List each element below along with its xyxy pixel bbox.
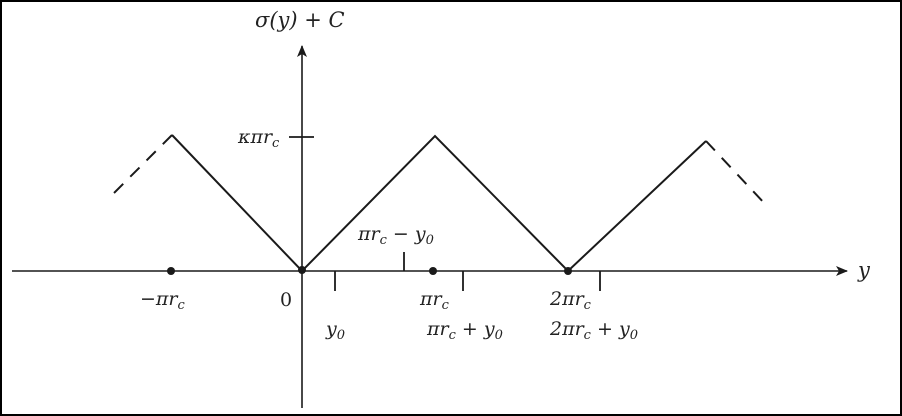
x-label-y0: y0 <box>326 318 346 343</box>
dashed-left <box>107 134 173 200</box>
point-neg-pi-rc <box>167 267 175 275</box>
y-axis-label: σ(y) + C <box>255 8 345 32</box>
point-origin <box>298 266 306 274</box>
x-label-zero: 0 <box>280 289 293 311</box>
x-label-pi-rc-minus-y0: πrc − y0 <box>358 223 434 248</box>
x-label-pi-rc-plus-y0: πrc + y0 <box>427 318 503 343</box>
x-label-2pi-rc: 2πrc <box>550 288 591 313</box>
y-tick-label-kappa-pi-rc: κπrc <box>238 126 280 151</box>
point-pi-rc <box>429 267 437 275</box>
point-2pi-rc <box>564 267 572 275</box>
x-axis-label: y <box>858 258 870 282</box>
dashed-right <box>705 140 767 206</box>
x-label-pi-rc: πrc <box>420 288 449 313</box>
x-label-neg-pi-rc: −πrc <box>140 288 185 313</box>
zigzag-curve <box>171 134 707 273</box>
x-label-2pi-rc-plus-y0: 2πrc + y0 <box>550 318 638 343</box>
